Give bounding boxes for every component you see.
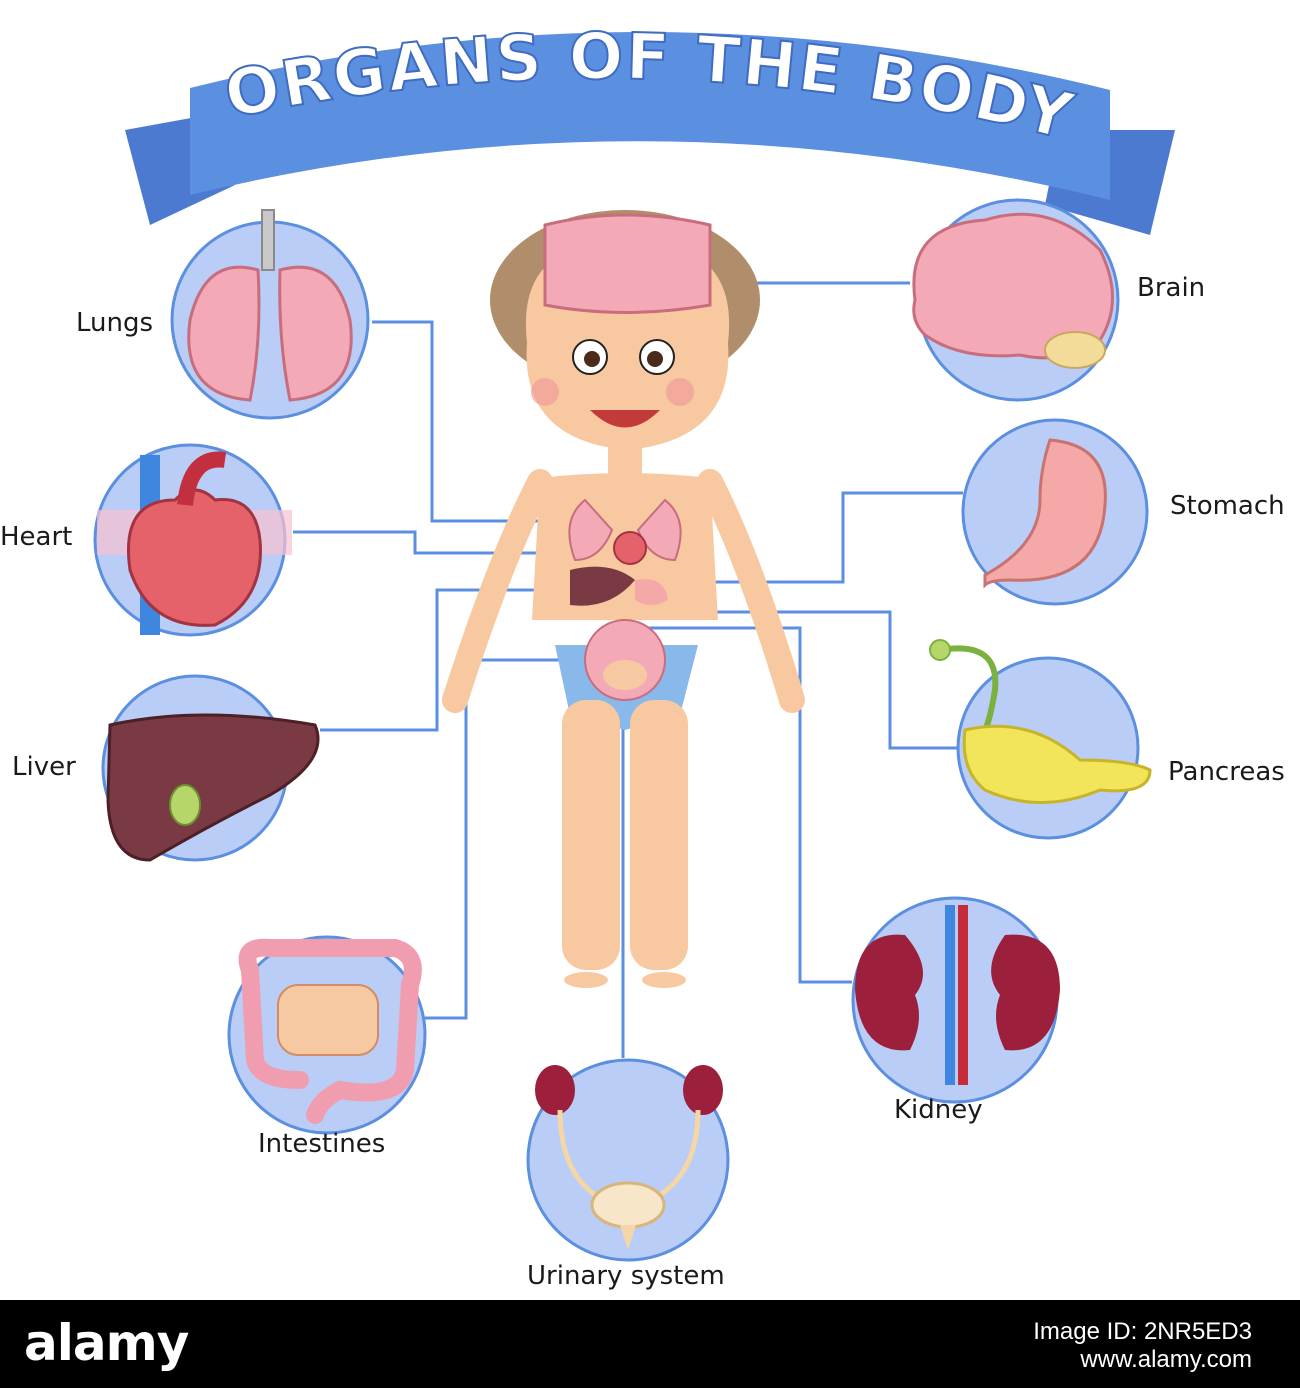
brand-logo: alamy	[24, 1314, 189, 1372]
stomach-circle	[961, 418, 1149, 606]
label-liver: Liver	[12, 752, 76, 782]
connector-heart	[293, 530, 632, 555]
label-brain: Brain	[1137, 273, 1206, 303]
brain-circle	[912, 198, 1120, 402]
diagram-canvas: ORGANS OF THE BODY	[0, 19, 1285, 1291]
heart-circle	[93, 443, 292, 637]
liver-circle	[101, 674, 320, 862]
label-urinary: Urinary system	[527, 1261, 725, 1291]
footer-bar: alamy Image ID: 2NR5ED3 www.alamy.com	[0, 1300, 1300, 1388]
connector-intestines	[425, 658, 600, 1020]
site-url: www.alamy.com	[1080, 1346, 1252, 1373]
label-stomach: Stomach	[1170, 491, 1285, 521]
organs-diagram: ORGANS OF THE BODY	[93, 19, 1175, 1262]
footer-info: Image ID: 2NR5ED3 www.alamy.com	[1033, 1318, 1252, 1374]
label-pancreas: Pancreas	[1168, 757, 1285, 787]
connector-kidney	[628, 626, 852, 984]
urinary-circle	[526, 1058, 730, 1262]
child-figure	[442, 210, 805, 988]
title-banner: ORGANS OF THE BODY	[125, 19, 1175, 235]
label-heart: Heart	[0, 522, 73, 552]
kidney-circle	[851, 896, 1060, 1104]
label-kidney: Kidney	[894, 1095, 983, 1125]
label-intestines: Intestines	[258, 1129, 386, 1159]
lungs-circle	[170, 209, 370, 420]
label-lungs: Lungs	[76, 308, 154, 338]
intestines-circle	[227, 935, 427, 1135]
image-id-text: Image ID: 2NR5ED3	[1033, 1318, 1252, 1345]
pancreas-circle	[929, 639, 1152, 840]
